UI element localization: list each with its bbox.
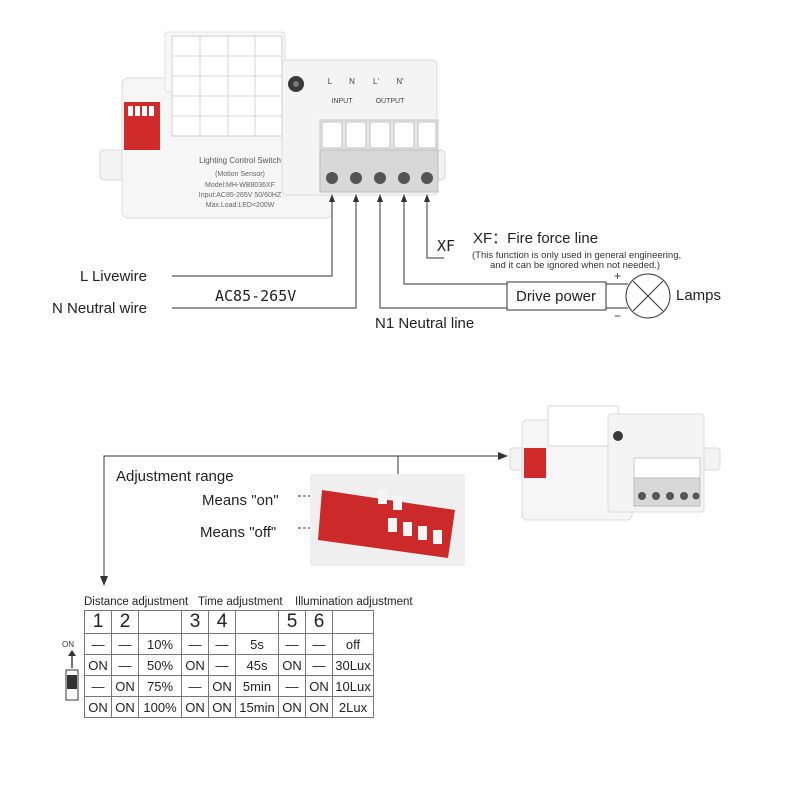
adjustment-range-label: Adjustment range: [116, 468, 234, 485]
table-row: — — 10% — — 5s — — off: [84, 633, 374, 655]
terminal-label-l-out: L': [373, 77, 379, 86]
table-cell: —: [305, 633, 333, 655]
switch-on-text: ON: [62, 640, 74, 649]
table-cell: 2Lux: [332, 696, 374, 718]
table-cell: 30Lux: [332, 654, 374, 676]
table-cell: —: [278, 633, 306, 655]
table-cell: 100%: [138, 696, 182, 718]
wiring-diagram: Lighting Control Switch (Motion Sensor) …: [52, 31, 721, 332]
table-cell: ON: [278, 696, 306, 718]
lamp-icon: [625, 273, 671, 319]
lamps-label: Lamps: [676, 287, 721, 304]
table-row: — ON 75% — ON 5min — ON 10Lux: [84, 675, 374, 697]
header-cell: 5: [278, 610, 306, 634]
table-cell: ON: [181, 696, 209, 718]
header-cell: [138, 610, 182, 634]
means-on-label: Means "on": [202, 492, 279, 509]
table-cell: —: [208, 633, 236, 655]
terminal-label-l: L: [328, 77, 333, 86]
table-row: ON ON 100% ON ON 15min ON ON 2Lux: [84, 696, 374, 718]
table-cell: —: [84, 633, 112, 655]
motion-sensor-device-small: [509, 405, 721, 521]
device-load: Max.Load:LED<200W: [206, 202, 275, 209]
table-cell: 10Lux: [332, 675, 374, 697]
table-cell: ON: [208, 696, 236, 718]
input-label: INPUT: [332, 98, 354, 105]
output-label: OUTPUT: [376, 98, 406, 105]
table-cell: —: [278, 675, 306, 697]
livewire-label: L Livewire: [80, 268, 147, 285]
table-cell: ON: [208, 675, 236, 697]
wires: [172, 196, 628, 309]
minus-sign: −: [614, 309, 621, 323]
header-cell: 4: [208, 610, 236, 634]
table-cell: —: [111, 654, 139, 676]
header-cell: 1: [84, 610, 112, 634]
means-off-label: Means "off": [200, 524, 276, 541]
table-cell: —: [111, 633, 139, 655]
time-group-title: Time adjustment: [198, 596, 283, 608]
fire-force-label: XF：Fire force line: [473, 230, 598, 247]
adjustment-diagram: Adjustment range Means "on" Means "off" …: [62, 405, 721, 701]
table-header-row: 1 2 3 4 5 6: [84, 610, 374, 634]
table-cell: ON: [278, 654, 306, 676]
device-model: Model:MH-WB8036XF: [205, 182, 275, 189]
plus-sign: +: [614, 269, 621, 283]
dip-settings-table: 1 2 3 4 5 6 — — 10% — — 5s — — off ON — …: [84, 610, 374, 718]
table-cell: ON: [305, 696, 333, 718]
table-cell: 10%: [138, 633, 182, 655]
xf-note-line1: (This function is only used in general e…: [472, 250, 681, 261]
neutral-line-label: N1 Neutral line: [375, 315, 474, 332]
neutral-wire-label: N Neutral wire: [52, 300, 147, 317]
terminal-label-n-out: N': [396, 77, 404, 86]
xf-short-label: XF: [437, 237, 455, 255]
table-cell: off: [332, 633, 374, 655]
table-cell: ON: [111, 675, 139, 697]
drive-power-label: Drive power: [516, 288, 596, 305]
header-cell: 6: [305, 610, 333, 634]
table-cell: 5s: [235, 633, 279, 655]
header-cell: 2: [111, 610, 139, 634]
table-cell: —: [84, 675, 112, 697]
terminal-label-n: N: [349, 77, 355, 86]
table-cell: ON: [305, 675, 333, 697]
table-cell: 5min: [235, 675, 279, 697]
device-title: Lighting Control Switch: [199, 156, 281, 165]
table-cell: —: [181, 675, 209, 697]
voltage-label: AC85-265V: [215, 287, 296, 305]
drive-power-box: [506, 281, 607, 311]
table-cell: —: [305, 654, 333, 676]
xf-note-line2: and it can be ignored when not needed.): [490, 260, 660, 271]
motion-sensor-device: Lighting Control Switch (Motion Sensor) …: [99, 31, 446, 219]
table-cell: ON: [84, 654, 112, 676]
arrow-up-icon: [68, 650, 76, 656]
table-cell: —: [181, 633, 209, 655]
distance-group-title: Distance adjustment: [84, 596, 189, 608]
table-row: ON — 50% ON — 45s ON — 30Lux: [84, 654, 374, 676]
table-cell: ON: [111, 696, 139, 718]
device-input: Input:AC85-265V 50/60HZ: [199, 192, 282, 199]
header-cell: [332, 610, 374, 634]
header-cell: [235, 610, 279, 634]
illumination-group-title: Illumination adjustment: [295, 596, 413, 608]
table-cell: —: [208, 654, 236, 676]
table-cell: 50%: [138, 654, 182, 676]
table-cell: ON: [181, 654, 209, 676]
header-cell: 3: [181, 610, 209, 634]
table-cell: 15min: [235, 696, 279, 718]
table-cell: 75%: [138, 675, 182, 697]
dip-switch-closeup: [310, 474, 465, 566]
device-subtitle: (Motion Sensor): [215, 171, 265, 178]
table-cell: ON: [84, 696, 112, 718]
table-cell: 45s: [235, 654, 279, 676]
